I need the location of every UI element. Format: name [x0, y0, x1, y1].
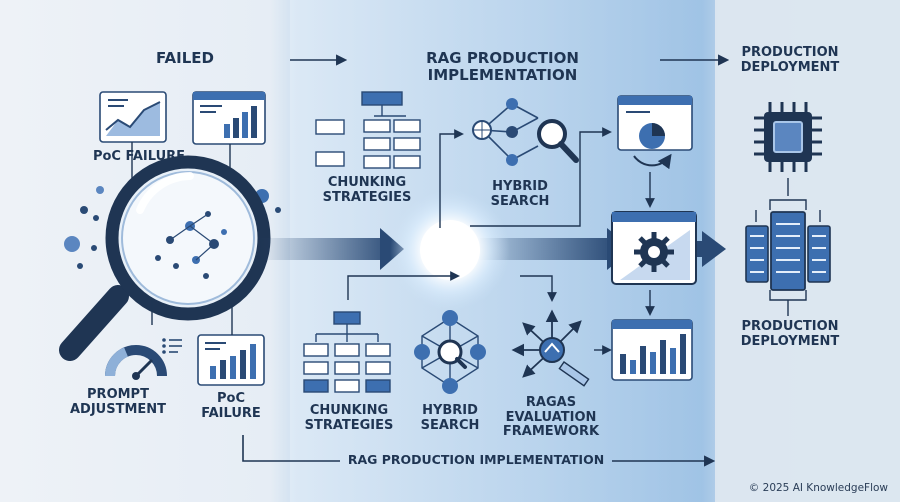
results-bar-chart-icon: [611, 319, 693, 381]
analytics-monitor-icon: [617, 95, 693, 170]
processor-chip-icon: [754, 102, 822, 172]
scatter-dots: [64, 186, 281, 269]
poc-bar-chart-icon: [192, 91, 266, 145]
poc-line-chart-icon: [99, 91, 167, 143]
chunking-tree-bottom-icon: [303, 311, 391, 393]
copyright-text: © 2025 AI KnowledgeFlow: [748, 482, 888, 494]
ragas-evaluation-label: RAGAS EVALUATION FRAMEWORK: [502, 395, 600, 440]
ragas-evaluation-icon: [511, 309, 590, 387]
failed-header: FAILED: [156, 49, 214, 67]
chunking-tree-top-icon: [315, 91, 421, 169]
magnifier-icon: [59, 155, 271, 361]
production-deployment-header: PRODUCTION DEPLOYMENT: [740, 45, 840, 75]
rag-implementation-footer: RAG PRODUCTION IMPLEMENTATION: [347, 452, 605, 467]
poc-failure-bottom-label: PoC FAILURE: [201, 391, 261, 421]
server-rack-icon: [745, 199, 831, 316]
production-deployment-bottom-label: PRODUCTION DEPLOYMENT: [740, 319, 840, 349]
hybrid-search-bottom-icon: [414, 310, 486, 394]
hybrid-search-top-label: HYBRID SEARCH: [490, 179, 550, 209]
prompt-adjustment-label: PROMPT ADJUSTMENT: [69, 387, 167, 417]
chunking-strategies-bottom-label: CHUNKING STRATEGIES: [304, 403, 394, 433]
central-glow-core: [420, 220, 480, 280]
rag-implementation-header: RAG PRODUCTION IMPLEMENTATION: [426, 49, 579, 84]
gear-monitor-icon: [611, 211, 697, 285]
poc-bar-chart-bottom-icon: [197, 334, 265, 386]
poc-failure-top-label: PoC FAILURE: [92, 149, 186, 164]
bottom-left-connectors: [151, 300, 233, 335]
hybrid-search-bottom-label: HYBRID SEARCH: [420, 403, 480, 433]
chunking-strategies-top-label: CHUNKING STRATEGIES: [322, 175, 412, 205]
hybrid-search-top-icon: [472, 98, 579, 166]
footer-arrow: [242, 435, 716, 467]
mid-connectors: [347, 127, 655, 355]
gauge-icon: [105, 338, 182, 380]
